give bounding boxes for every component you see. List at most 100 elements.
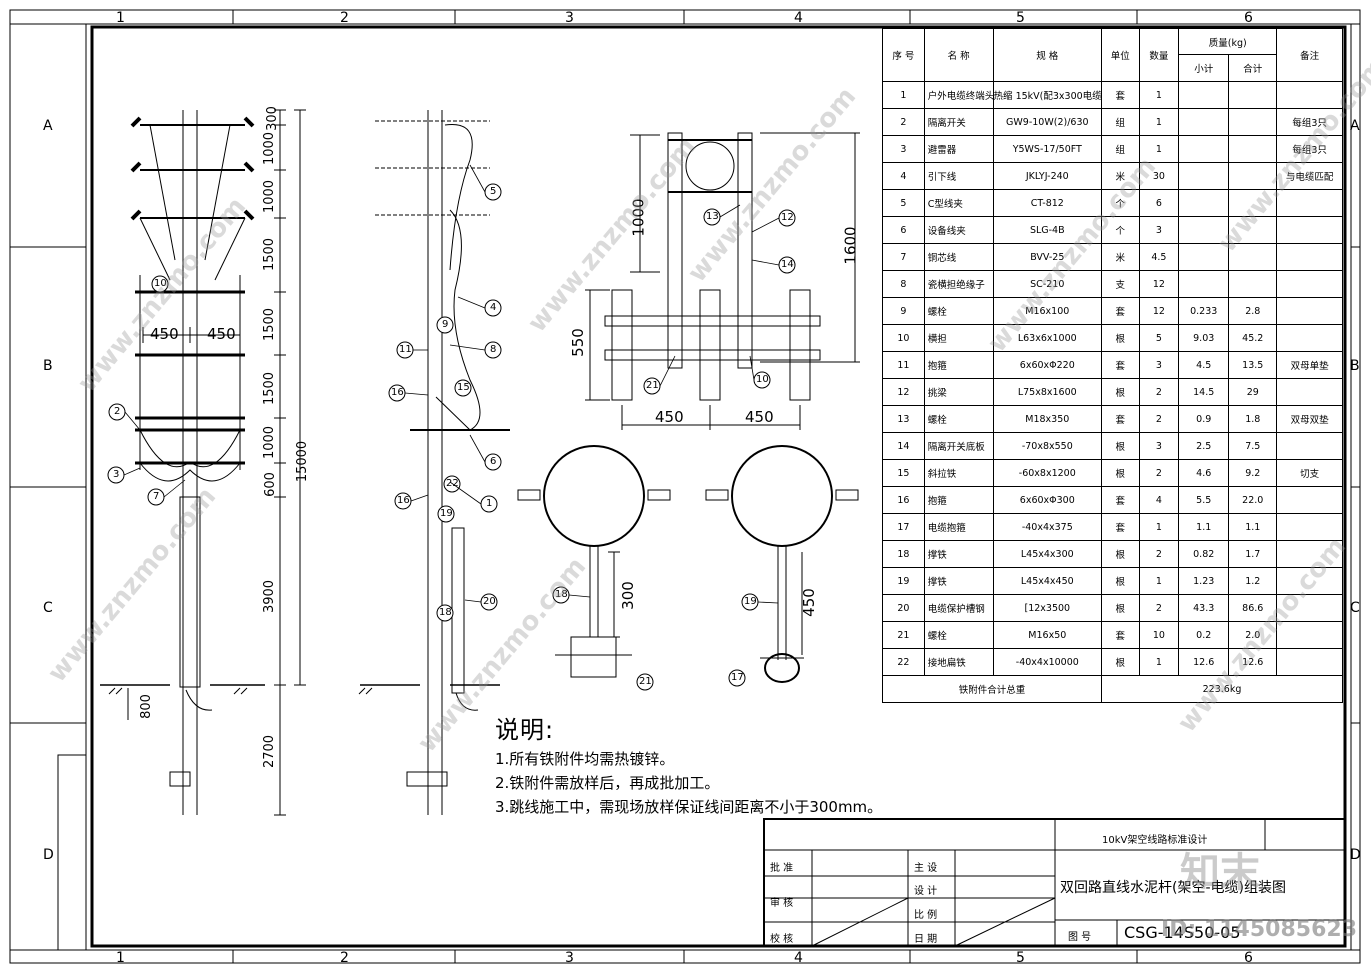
bom-cell: 13 (882, 405, 925, 433)
bom-cell (1228, 135, 1278, 163)
bom-cell (1178, 81, 1230, 109)
bom-cell: 14.5 (1178, 378, 1230, 406)
bom-cell (1178, 216, 1230, 244)
bom-cell: 0.2 (1178, 621, 1230, 649)
bom-cell: 1.7 (1228, 540, 1278, 568)
bom-cell: 根 (1101, 459, 1140, 487)
callout-10-front: 10 (154, 278, 167, 289)
bom-cell: CT-812 (992, 189, 1103, 217)
bom-cell (1178, 108, 1230, 136)
bom-cell: 套 (1101, 486, 1140, 514)
detail-dim-450-right: 450 (745, 408, 774, 426)
col-label-1-bottom: 1 (116, 950, 125, 966)
bom-cell: 双母双垫 (1276, 405, 1343, 433)
bom-cell: 15 (882, 459, 925, 487)
bom-cell: 45.2 (1228, 324, 1278, 352)
bom-header-total: 合计 (1228, 54, 1278, 82)
callout-15-side: 15 (457, 382, 470, 393)
callout-16-side-b: 16 (397, 495, 410, 506)
bom-cell: 10 (1138, 621, 1180, 649)
bom-cell: 撑铁 (923, 567, 994, 595)
bom-cell: 12 (1138, 270, 1180, 298)
bom-cell (1228, 162, 1278, 190)
hoop-detail-right (705, 445, 859, 683)
tb-drawing-title: 双回路直线水泥杆(架空-电缆)组装图 (1060, 880, 1286, 896)
bom-cell (1276, 648, 1343, 676)
bom-cell: 0.82 (1178, 540, 1230, 568)
bom-cell: 19 (882, 567, 925, 595)
bom-cell (1276, 270, 1343, 298)
bom-cell (1276, 243, 1343, 271)
bom-cell: 隔离开关 (923, 108, 994, 136)
dim-1000-b: 1000 (262, 179, 278, 214)
bom-cell: 套 (1101, 81, 1140, 109)
callout-18-hoop: 18 (555, 589, 568, 600)
bom-cell: 米 (1101, 243, 1140, 271)
bom-cell (1276, 81, 1343, 109)
bom-cell: 套 (1101, 513, 1140, 541)
callout-18-side: 18 (439, 607, 452, 618)
row-label-d: D (43, 847, 54, 863)
bom-cell: -40x4x375 (992, 513, 1103, 541)
bom-cell: 16 (882, 486, 925, 514)
bom-cell (1178, 270, 1230, 298)
bom-cell: 2 (1138, 378, 1180, 406)
bom-cell: 1.1 (1178, 513, 1230, 541)
bom-header-unit: 单位 (1101, 28, 1140, 82)
tb-label-review: 审 核 (770, 898, 794, 909)
col-label-2: 2 (340, 10, 349, 26)
bom-cell: 2 (1138, 459, 1180, 487)
callout-19-side: 19 (440, 508, 453, 519)
bom-cell: 0.9 (1178, 405, 1230, 433)
note-3: 3.跳线施工中，需现场放样保证线间距离不小于300mm。 (495, 798, 883, 816)
bom-cell: 套 (1101, 621, 1140, 649)
bom-cell: 螺栓 (923, 297, 994, 325)
col-label-4-bottom: 4 (794, 950, 803, 966)
bom-cell: 5 (1138, 324, 1180, 352)
bom-cell: 29 (1228, 378, 1278, 406)
callout-22-side: 22 (446, 478, 459, 489)
row-label-d-right: D (1350, 847, 1361, 863)
callout-21-hoop: 21 (639, 676, 652, 687)
callout-3-front: 3 (113, 469, 120, 480)
hoop-detail-left (517, 445, 671, 678)
detail-dim-1600: 1600 (841, 226, 860, 265)
callout-16-side-a: 16 (391, 387, 404, 398)
bom-cell (1228, 243, 1278, 271)
bom-cell: 7.5 (1228, 432, 1278, 460)
notes-title: 说明: (495, 716, 555, 744)
bom-cell: 2 (1138, 594, 1180, 622)
bom-cell: -40x4x10000 (992, 648, 1103, 676)
bom-cell (1178, 135, 1230, 163)
callout-12-detail: 12 (781, 212, 794, 223)
bom-cell: 11 (882, 351, 925, 379)
notes-block: 说明: 1.所有铁附件均需热镀锌。 2.铁附件需放样后，再成批加工。 3.跳线施… (495, 710, 882, 817)
bom-header-subtotal: 小计 (1178, 54, 1230, 82)
callout-10-detail: 10 (756, 374, 769, 385)
bom-cell: 0.233 (1178, 297, 1230, 325)
row-label-a-right: A (1350, 118, 1360, 134)
bom-cell: 电缆抱箍 (923, 513, 994, 541)
tb-label-scale: 比 例 (914, 910, 938, 921)
bom-header-name: 名 称 (923, 28, 994, 82)
bom-cell: 双母单垫 (1276, 351, 1343, 379)
bom-cell: M16x50 (992, 621, 1103, 649)
bom-cell: 9 (882, 297, 925, 325)
bom-cell: 4 (882, 162, 925, 190)
bom-cell: -60x8x1200 (992, 459, 1103, 487)
tb-label-chief: 主 设 (914, 863, 938, 874)
bom-cell: 7 (882, 243, 925, 271)
bom-cell: 套 (1101, 297, 1140, 325)
tb-drawing-no: CSG-14S50-05 (1124, 923, 1241, 942)
pole-front-view (100, 110, 265, 815)
bom-cell: 5.5 (1178, 486, 1230, 514)
bom-cell: 撑铁 (923, 540, 994, 568)
